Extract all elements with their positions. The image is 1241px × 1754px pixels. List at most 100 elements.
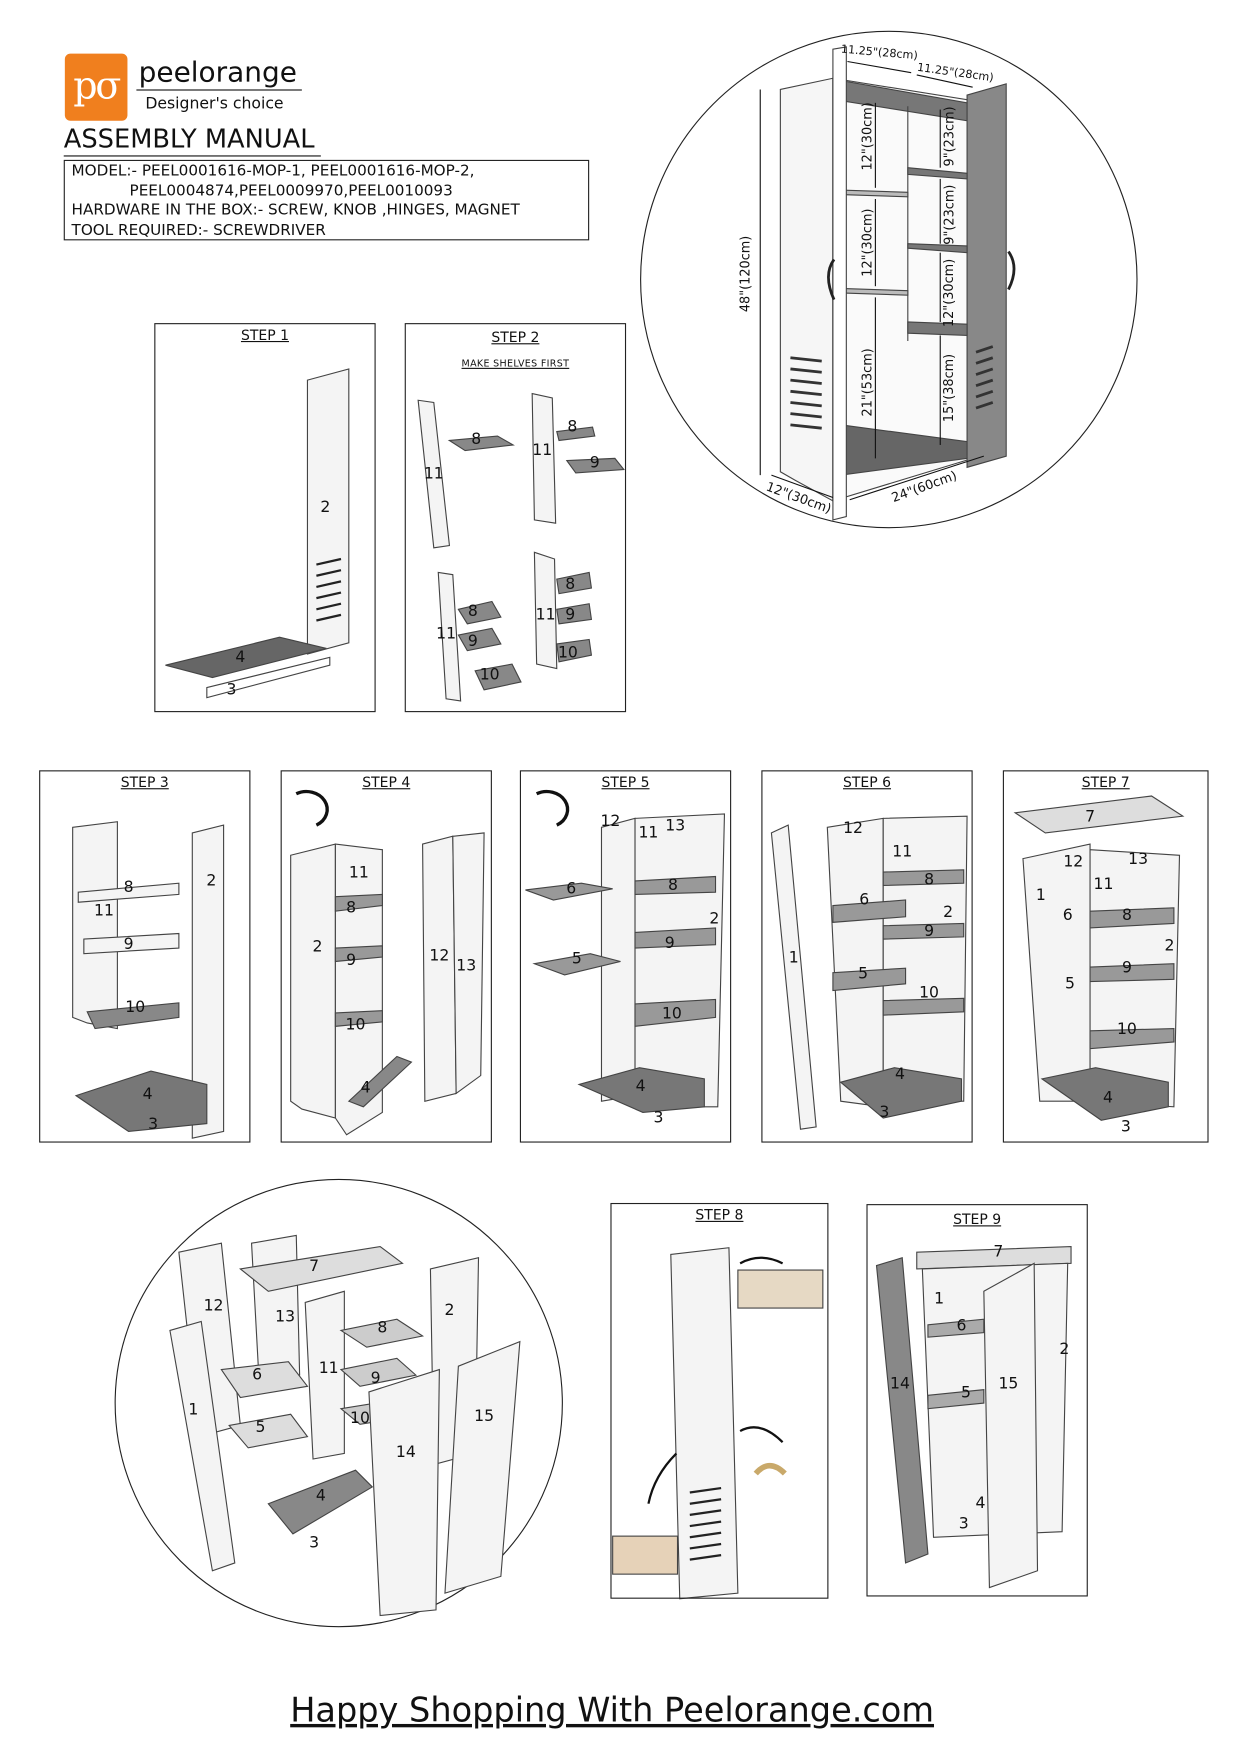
footer-slogan: Happy Shopping With Peelorange.com <box>0 1692 1224 1731</box>
part-number-label: 11 <box>423 465 444 483</box>
dimension-label: 21"(53cm) <box>859 348 875 417</box>
step-8-drawing <box>612 1247 824 1600</box>
step-5-panel: STEP 5 <box>519 770 732 1143</box>
part-number-label: 8 <box>123 878 134 897</box>
part-number-label: 2 <box>206 872 217 890</box>
part-number-label: 5 <box>858 964 869 983</box>
part-number-label: 10 <box>350 1409 370 1428</box>
part-number-label: 6 <box>566 879 577 898</box>
info-line: MODEL:- PEEL0001616-MOP-1, PEEL0001616-M… <box>71 162 475 180</box>
step-title: STEP 1 <box>240 326 289 344</box>
part-number-label: 2 <box>320 498 331 517</box>
part-number-label: 12 <box>843 819 863 838</box>
part-number-label: 7 <box>309 1257 320 1276</box>
part-number-label: 8 <box>467 602 478 621</box>
step-title: STEP 2 <box>491 328 540 346</box>
part-number-label: 11 <box>318 1359 339 1378</box>
part-number-label: 8 <box>1121 906 1132 925</box>
step-5-drawing <box>525 789 726 1113</box>
part-number-label: 6 <box>956 1317 967 1335</box>
step-9-panel: STEP 9 <box>866 1204 1088 1597</box>
part-number-label: 3 <box>148 1115 159 1134</box>
part-number-label: 15 <box>998 1375 1019 1394</box>
part-number-label: 6 <box>859 891 870 909</box>
part-number-label: 2 <box>1164 936 1175 955</box>
part-number-label: 3 <box>1120 1118 1131 1136</box>
part-number-label: 6 <box>1062 906 1073 925</box>
exploded-view-circle <box>114 1178 563 1628</box>
step-6-panel: STEP 6 <box>761 770 973 1143</box>
dimension-label: 9"(23cm) <box>941 184 957 245</box>
part-number-label: 3 <box>226 680 237 699</box>
part-number-label: 10 <box>919 983 940 1002</box>
part-number-label: 12 <box>1063 853 1084 871</box>
part-number-label: 10 <box>125 998 146 1017</box>
part-number-label: 4 <box>235 648 246 667</box>
dimension-label: 15"(38cm) <box>940 353 957 423</box>
part-number-label: 4 <box>895 1065 905 1084</box>
dimension-label: 9"(23cm) <box>941 106 957 167</box>
step-6-drawing <box>770 815 968 1130</box>
part-number-label: 14 <box>890 1375 910 1394</box>
part-number-label: 9 <box>924 922 935 941</box>
step-2-drawing <box>417 392 625 702</box>
part-number-label: 9 <box>467 632 478 651</box>
part-number-label: 15 <box>474 1407 495 1426</box>
part-number-label: 9 <box>123 935 134 954</box>
peelorange-logo: pσ <box>64 53 128 121</box>
part-number-label: 3 <box>879 1103 890 1122</box>
part-number-label: 9 <box>589 453 600 472</box>
footer-text: Happy Shopping With Peelorange.com <box>290 1691 935 1731</box>
part-number-label: 12 <box>429 946 450 965</box>
dimension-label: 12"(30cm) <box>940 258 957 328</box>
part-number-label: 9 <box>664 934 675 953</box>
step-7-drawing <box>1013 795 1185 1121</box>
part-number-label: 2 <box>312 938 323 956</box>
part-number-label: 4 <box>315 1486 326 1505</box>
part-number-label: 3 <box>958 1514 969 1533</box>
step-title: STEP 8 <box>695 1206 744 1224</box>
step-title: STEP 6 <box>843 773 892 791</box>
step-3-panel: STEP 3 <box>39 770 251 1143</box>
part-number-label: 5 <box>571 950 582 969</box>
part-number-label: 7 <box>993 1243 1004 1262</box>
part-number-label: 11 <box>348 864 369 883</box>
step-7-panel: STEP 7 <box>1002 770 1209 1143</box>
part-number-label: 2 <box>943 903 954 922</box>
part-number-label: 12 <box>203 1296 224 1315</box>
step-title: STEP 9 <box>953 1210 1002 1228</box>
part-number-label: 8 <box>668 876 679 895</box>
exploded-view-drawing <box>114 1178 563 1628</box>
dimension-label: 12"(30cm) <box>859 208 875 277</box>
part-number-label: 11 <box>535 605 556 624</box>
part-number-label: 8 <box>377 1319 388 1338</box>
part-number-label: 10 <box>345 1016 366 1035</box>
info-line: PEEL0004874,PEEL0009970,PEEL0010093 <box>71 181 453 200</box>
step-title: STEP 5 <box>601 773 650 791</box>
part-number-label: 5 <box>1064 974 1075 993</box>
step-4-panel: STEP 4 <box>280 770 492 1143</box>
step-subtitle: MAKE SHELVES FIRST <box>461 358 570 371</box>
info-line: HARDWARE IN THE BOX:- SCREW, KNOB ,HINGE… <box>71 201 520 220</box>
part-number-label: 5 <box>960 1384 971 1402</box>
part-number-label: 10 <box>1116 1020 1137 1039</box>
dimension-label: 48"(120cm) <box>736 235 753 313</box>
part-number-label: 9 <box>1121 959 1132 978</box>
part-number-label: 5 <box>255 1418 266 1437</box>
part-number-label: 10 <box>479 666 500 685</box>
part-number-label: 4 <box>360 1078 371 1097</box>
step-8-panel: STEP 8 <box>610 1202 829 1599</box>
step-title: STEP 4 <box>362 773 411 791</box>
step-1-drawing <box>165 368 350 699</box>
part-number-label: 4 <box>1102 1088 1113 1107</box>
part-number-label: 8 <box>471 430 482 449</box>
step-4-drawing <box>290 789 485 1136</box>
part-number-label: 11 <box>1093 875 1114 894</box>
part-number-label: 11 <box>436 624 457 643</box>
part-number-label: 4 <box>975 1494 986 1513</box>
part-number-label: 13 <box>665 817 686 836</box>
part-number-label: 7 <box>1085 808 1096 827</box>
part-number-label: 10 <box>557 643 578 662</box>
part-number-label: 1 <box>934 1290 945 1309</box>
